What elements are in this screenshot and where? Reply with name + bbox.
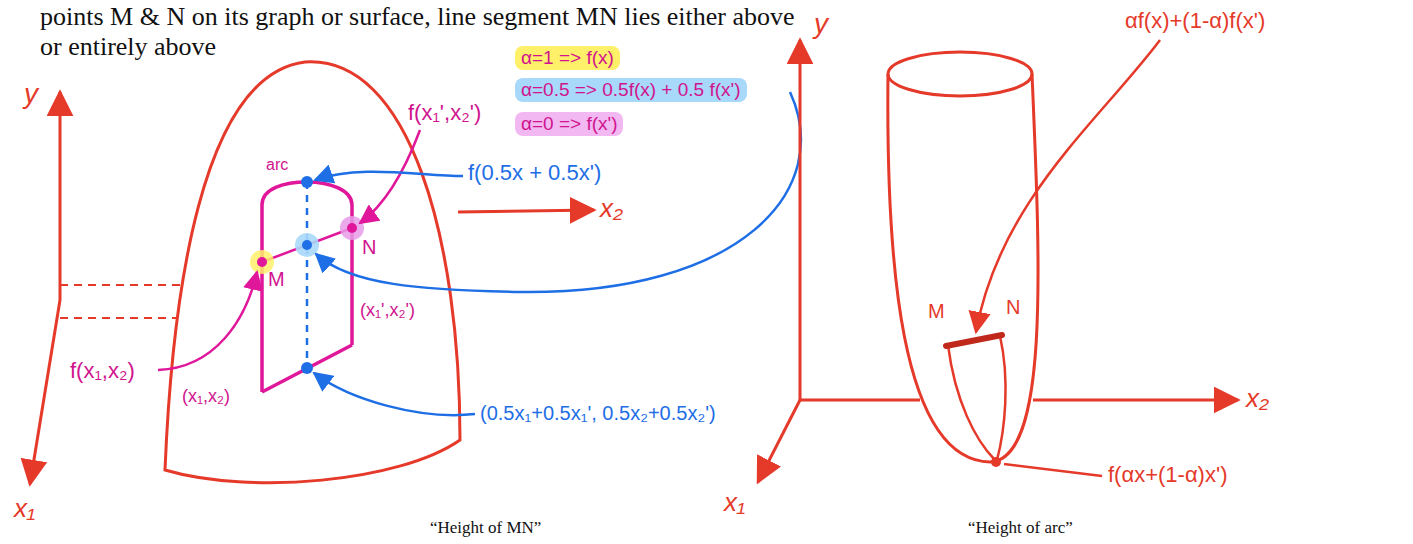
y-axis: [59, 92, 62, 300]
heading-text: or entirely above: [40, 32, 216, 62]
point-dot: [991, 457, 1001, 467]
leader-arrow: [360, 130, 420, 223]
point-dot: [347, 223, 357, 233]
axis-label: x₁: [14, 494, 35, 524]
x1-axis: [758, 400, 800, 482]
alpha-note: α=0.5 => 0.5f(x) + 0.5 f(x'): [515, 78, 747, 102]
leader-arrow: [315, 172, 463, 180]
point-label: M: [928, 300, 945, 323]
chord-mn: [946, 335, 1002, 346]
x2-axis: [800, 399, 920, 402]
point-dot: [257, 257, 267, 267]
leader-line: [1004, 464, 1102, 476]
point-label: M: [268, 268, 285, 291]
alpha-note: α=0 => f(x'): [515, 112, 623, 136]
formula-label: f(0.5x + 0.5x'): [468, 160, 601, 185]
heading-text: points M & N on its graph or surface, li…: [40, 2, 795, 32]
y-axis: [799, 40, 802, 400]
axis-label: y: [814, 8, 828, 40]
surface-arc: [262, 182, 352, 392]
leader-arrow: [976, 40, 1160, 332]
highlight-dot: [340, 216, 364, 240]
surface-arc: [997, 336, 1006, 460]
guide-line: [60, 284, 185, 286]
coordinate-label: (x₁,x₂): [182, 386, 230, 407]
point-dot: [301, 176, 313, 188]
guide-line: [60, 317, 178, 319]
leader-arrow: [314, 373, 475, 415]
formula-label: f(αx+(1-α)x'): [1108, 462, 1227, 487]
axis-label: x₁: [724, 488, 745, 518]
coordinate-label: (0.5x₁+0.5x₁', 0.5x₂+0.5x₂'): [480, 402, 716, 425]
formula-label: f(x₁,x₂): [70, 358, 135, 383]
caption: “Height of MN”: [430, 518, 541, 538]
axis-label: x₂: [600, 194, 623, 224]
midpoint-drop: [306, 182, 309, 368]
point-label: N: [1006, 296, 1020, 319]
axis-label: x₂: [1246, 384, 1269, 414]
formula-label: f(x₁',x₂'): [408, 100, 481, 125]
x2-axis: [1033, 399, 1238, 402]
caption: “Height of arc”: [968, 518, 1073, 538]
chord-mn: [262, 228, 352, 262]
leader-arrow: [316, 92, 801, 292]
formula-label: αf(x)+(1-α)f(x'): [1125, 8, 1265, 33]
point-dot: [302, 240, 312, 250]
coordinate-label: (x₁',x₂'): [360, 300, 415, 321]
x1-axis: [30, 300, 60, 484]
arc-label: arc: [266, 156, 288, 174]
surface-arc: [948, 345, 995, 460]
alpha-note: α=1 => f(x): [515, 46, 620, 70]
convex-surface: [888, 74, 1038, 462]
surface-rim: [888, 52, 1032, 96]
highlight-dot: [295, 233, 319, 257]
leader-arrow: [158, 272, 257, 370]
point-dot: [301, 362, 313, 374]
x2-axis: [458, 210, 594, 212]
point-label: N: [362, 236, 376, 259]
axis-label: y: [24, 78, 38, 110]
